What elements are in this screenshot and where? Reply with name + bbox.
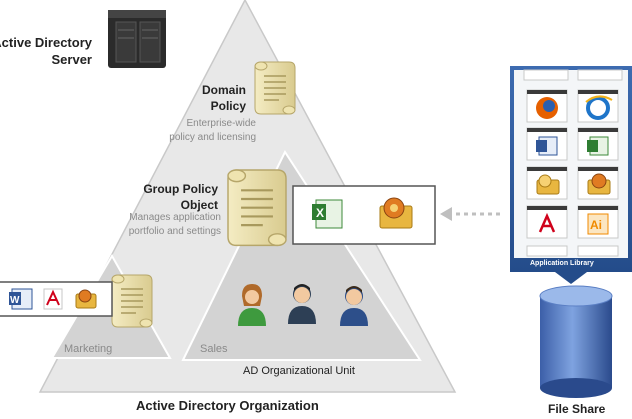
domain-policy-scroll-icon [254,61,296,115]
user-female-icon [238,284,266,326]
ou-label: AD Organizational Unit [243,365,355,377]
svg-text:X: X [316,206,324,220]
group-policy-scroll-icon [226,168,288,247]
group-policy-description: Manages application portfolio and settin… [128,212,221,237]
server-tower-icon [108,10,166,68]
organization-label: Active Directory Organization [136,398,319,413]
gear-folder-icon [587,173,611,195]
user-male-icon [340,286,368,326]
marketing-scroll-icon [111,274,153,328]
gear-folder-icon [536,174,560,195]
application-library-label: Application Library [530,260,594,267]
excel-icon [587,136,609,156]
server-title: Active Directory Server [0,35,92,67]
marketing-label: Marketing [64,343,113,355]
gear-folder-icon [75,289,97,309]
user-male-icon [288,284,316,324]
group-policy-title: Group Policy Object [143,182,218,212]
acrobat-icon [43,288,63,310]
word-icon: W [9,288,33,310]
file-share-cylinder-icon [539,285,613,398]
file-share-label: File Share [548,402,606,416]
gear-folder-icon [379,197,413,229]
internet-explorer-icon [585,95,613,120]
svg-text:W: W [10,295,20,306]
domain-policy-description: Enterprise-wide policy and licensing [169,118,256,143]
application-library-panel [510,66,632,284]
domain-policy-title: Domain Policy [201,83,246,113]
firefox-icon [536,97,558,119]
excel-icon: X [312,199,343,229]
sales-label: Sales [200,343,228,355]
word-icon [536,136,558,156]
svg-text:Ai: Ai [590,218,602,232]
deploy-arrow [440,207,500,221]
sales-triangle [181,149,422,361]
acrobat-icon [538,212,556,233]
illustrator-icon: Ai [587,213,609,235]
